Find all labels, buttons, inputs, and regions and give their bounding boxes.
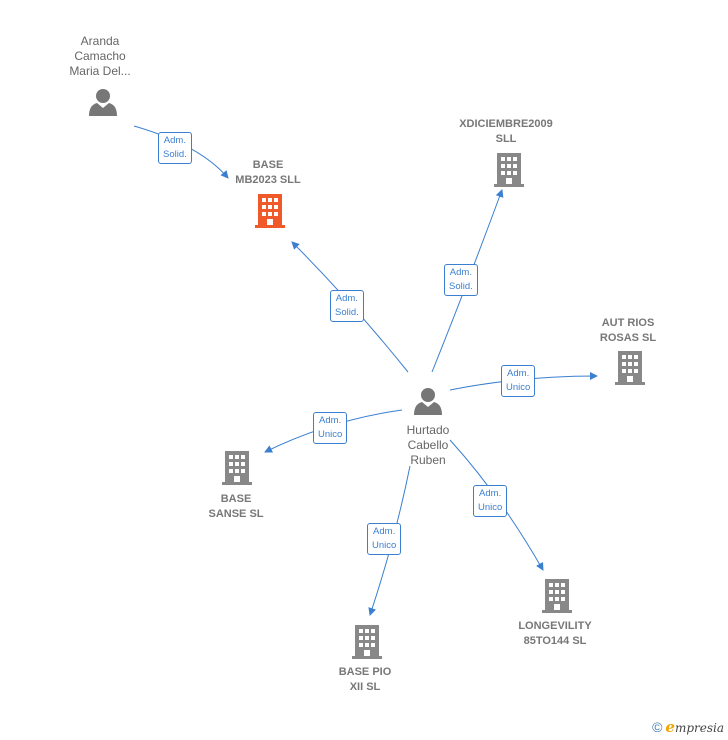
edge-label-hurtado-aut-rios: Adm. Unico xyxy=(501,365,536,397)
node-longevility-label[interactable]: LONGEVILITY 85TO144 SL xyxy=(518,620,592,647)
node-base-mb2023-label[interactable]: BASE MB2023 SLL xyxy=(235,159,301,186)
building-icon xyxy=(352,625,382,659)
footer-brand[interactable]: ©empresia xyxy=(652,718,724,736)
edge-label-hurtado-xdiciembre: Adm. Solid. xyxy=(444,264,478,296)
person-icon xyxy=(414,388,442,415)
building-icon xyxy=(494,153,524,187)
node-aut-rios-label[interactable]: AUT RIOS ROSAS SL xyxy=(599,317,657,344)
node-hurtado-label[interactable]: Hurtado Cabello Ruben xyxy=(406,423,450,467)
edge-label-hurtado-base-sanse: Adm. Unico xyxy=(313,412,348,444)
copyright-symbol: © xyxy=(652,719,663,735)
building-icon xyxy=(255,194,285,228)
node-aranda-label[interactable]: Aranda Camacho Maria Del... xyxy=(69,34,131,78)
building-icon xyxy=(222,451,252,485)
node-base-sanse-label[interactable]: BASE SANSE SL xyxy=(208,493,264,520)
node-xdiciembre-label[interactable]: XDICIEMBRE2009 SLL xyxy=(459,118,553,145)
edge-label-hurtado-base-mb2023: Adm. Solid. xyxy=(330,290,364,322)
building-icon xyxy=(615,351,645,385)
edge-label-hurtado-longevility: Adm. Unico xyxy=(473,485,508,517)
person-icon xyxy=(89,89,117,116)
node-base-pio-label[interactable]: BASE PIO XII SL xyxy=(338,666,392,693)
brand-name: mpresia xyxy=(674,721,724,735)
edge-label-hurtado-base-pio: Adm. Unico xyxy=(367,523,402,555)
brand-initial: e xyxy=(665,718,675,736)
building-icon xyxy=(542,579,572,613)
edge-label-aranda-base-mb2023: Adm. Solid. xyxy=(158,132,192,164)
